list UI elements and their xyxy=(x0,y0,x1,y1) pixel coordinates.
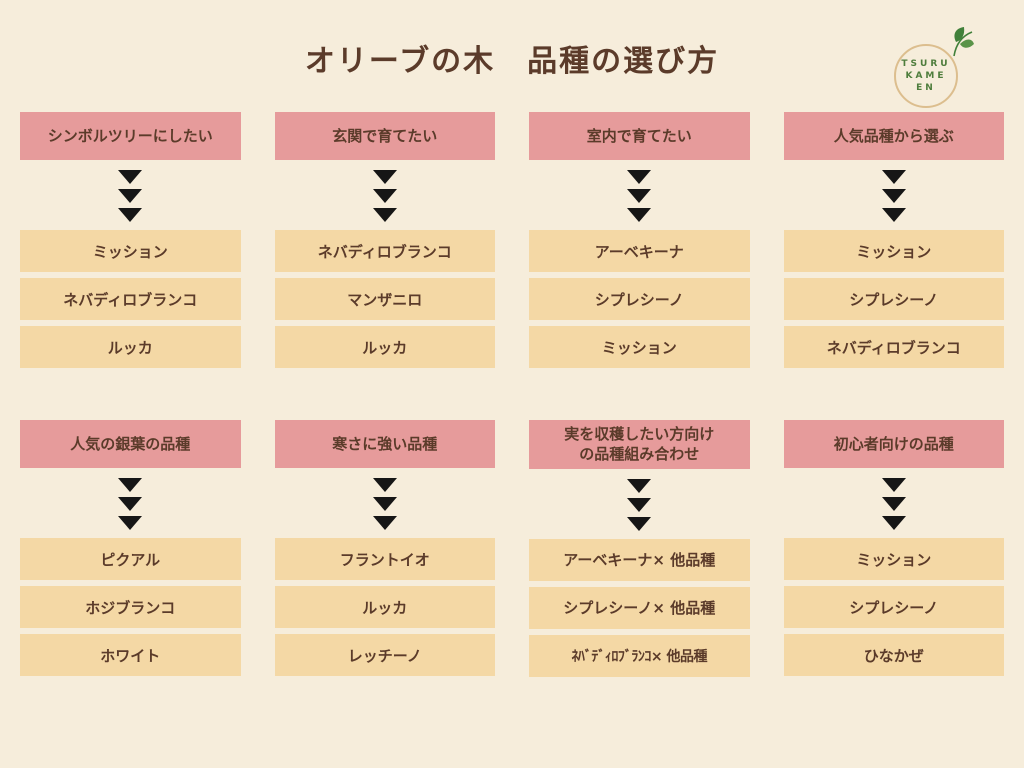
arrow-down-icon xyxy=(784,468,1005,538)
variety-item: ピクアル xyxy=(20,538,241,580)
variety-item: ﾈﾊﾞﾃﾞｨﾛﾌﾞﾗﾝｺ× 他品種 xyxy=(529,634,750,677)
category-header: 人気の銀葉の品種 xyxy=(20,420,241,468)
arrow-down-icon xyxy=(529,469,750,539)
arrow-down-icon xyxy=(275,160,496,230)
logo-text-line2: KAME xyxy=(905,70,947,81)
category-column-indoor: 室内で育てたい アーベキーナ シプレシーノ ミッション xyxy=(529,112,750,368)
variety-list: ネバディロブランコ マンザニロ ルッカ xyxy=(274,230,495,368)
variety-item: ひなかぜ xyxy=(783,634,1004,676)
variety-item: アーベキーナ xyxy=(529,230,750,272)
variety-item: レッチーノ xyxy=(274,634,495,676)
arrow-down-icon xyxy=(529,160,750,230)
category-header: 実を収穫したい方向け の品種組み合わせ xyxy=(529,420,750,469)
variety-item: ネバディロブランコ xyxy=(20,278,241,320)
leaf-icon xyxy=(932,26,974,66)
arrow-down-icon xyxy=(20,468,241,538)
category-column-silver-leaf: 人気の銀葉の品種 ピクアル ホジブランコ ホワイト xyxy=(20,420,241,677)
category-column-popular: 人気品種から選ぶ ミッション シプレシーノ ネバディロブランコ xyxy=(783,112,1005,368)
category-column-entrance: 玄関で育てたい ネバディロブランコ マンザニロ ルッカ xyxy=(274,112,496,368)
variety-item: シプレシーノ xyxy=(529,278,750,320)
variety-item: マンザニロ xyxy=(274,278,495,320)
variety-list: ミッション ネバディロブランコ ルッカ xyxy=(20,230,241,368)
category-header: 寒さに強い品種 xyxy=(274,420,495,468)
variety-item: ネバディロブランコ xyxy=(783,326,1004,368)
variety-item: ミッション xyxy=(529,326,750,368)
variety-item: ミッション xyxy=(783,230,1004,272)
category-header: 初心者向けの品種 xyxy=(783,420,1004,468)
arrow-down-icon xyxy=(275,468,496,538)
page-header: オリーブの木 品種の選び方 TSURU KAME EN xyxy=(0,0,1024,108)
variety-item: シプレシーノ xyxy=(783,278,1004,320)
category-column-harvest-combo: 実を収穫したい方向け の品種組み合わせ アーベキーナ× 他品種 シプレシーノ× … xyxy=(529,420,750,677)
variety-item: ミッション xyxy=(783,538,1004,580)
category-header: シンボルツリーにしたい xyxy=(20,112,241,160)
category-header: 室内で育てたい xyxy=(529,112,750,160)
category-board: シンボルツリーにしたい ミッション ネバディロブランコ ルッカ 玄関で育てたい … xyxy=(0,104,1024,677)
variety-item: ルッカ xyxy=(20,326,241,368)
variety-item: ルッカ xyxy=(274,586,495,628)
variety-item: ミッション xyxy=(20,230,241,272)
variety-item: ホジブランコ xyxy=(20,586,241,628)
variety-list: フラントイオ ルッカ レッチーノ xyxy=(274,538,495,676)
category-column-cold-hardy: 寒さに強い品種 フラントイオ ルッカ レッチーノ xyxy=(274,420,496,677)
variety-item: シプレシーノ xyxy=(783,586,1004,628)
variety-list: アーベキーナ シプレシーノ ミッション xyxy=(529,230,750,368)
category-column-beginner: 初心者向けの品種 ミッション シプレシーノ ひなかぜ xyxy=(783,420,1005,677)
page-title: オリーブの木 品種の選び方 xyxy=(304,44,720,79)
logo-circle: TSURU KAME EN xyxy=(894,44,958,108)
variety-item: アーベキーナ× 他品種 xyxy=(529,538,750,581)
logo-text-line3: EN xyxy=(916,83,936,94)
category-column-symbol-tree: シンボルツリーにしたい ミッション ネバディロブランコ ルッカ xyxy=(20,112,241,368)
category-header: 玄関で育てたい xyxy=(274,112,495,160)
logo-text-line1: TSURU xyxy=(901,58,951,69)
variety-item: ルッカ xyxy=(274,326,495,368)
category-header: 人気品種から選ぶ xyxy=(783,112,1004,160)
variety-list: アーベキーナ× 他品種 シプレシーノ× 他品種 ﾈﾊﾞﾃﾞｨﾛﾌﾞﾗﾝｺ× 他品… xyxy=(529,538,750,677)
variety-item: フラントイオ xyxy=(274,538,495,580)
arrow-down-icon xyxy=(784,160,1005,230)
arrow-down-icon xyxy=(20,160,241,230)
variety-item: ホワイト xyxy=(20,634,241,676)
variety-list: ミッション シプレシーノ ひなかぜ xyxy=(783,538,1004,676)
brand-logo: TSURU KAME EN xyxy=(894,27,974,114)
variety-item: シプレシーノ× 他品種 xyxy=(529,586,750,629)
variety-list: ピクアル ホジブランコ ホワイト xyxy=(20,538,241,676)
variety-item: ネバディロブランコ xyxy=(274,230,495,272)
variety-list: ミッション シプレシーノ ネバディロブランコ xyxy=(783,230,1004,368)
